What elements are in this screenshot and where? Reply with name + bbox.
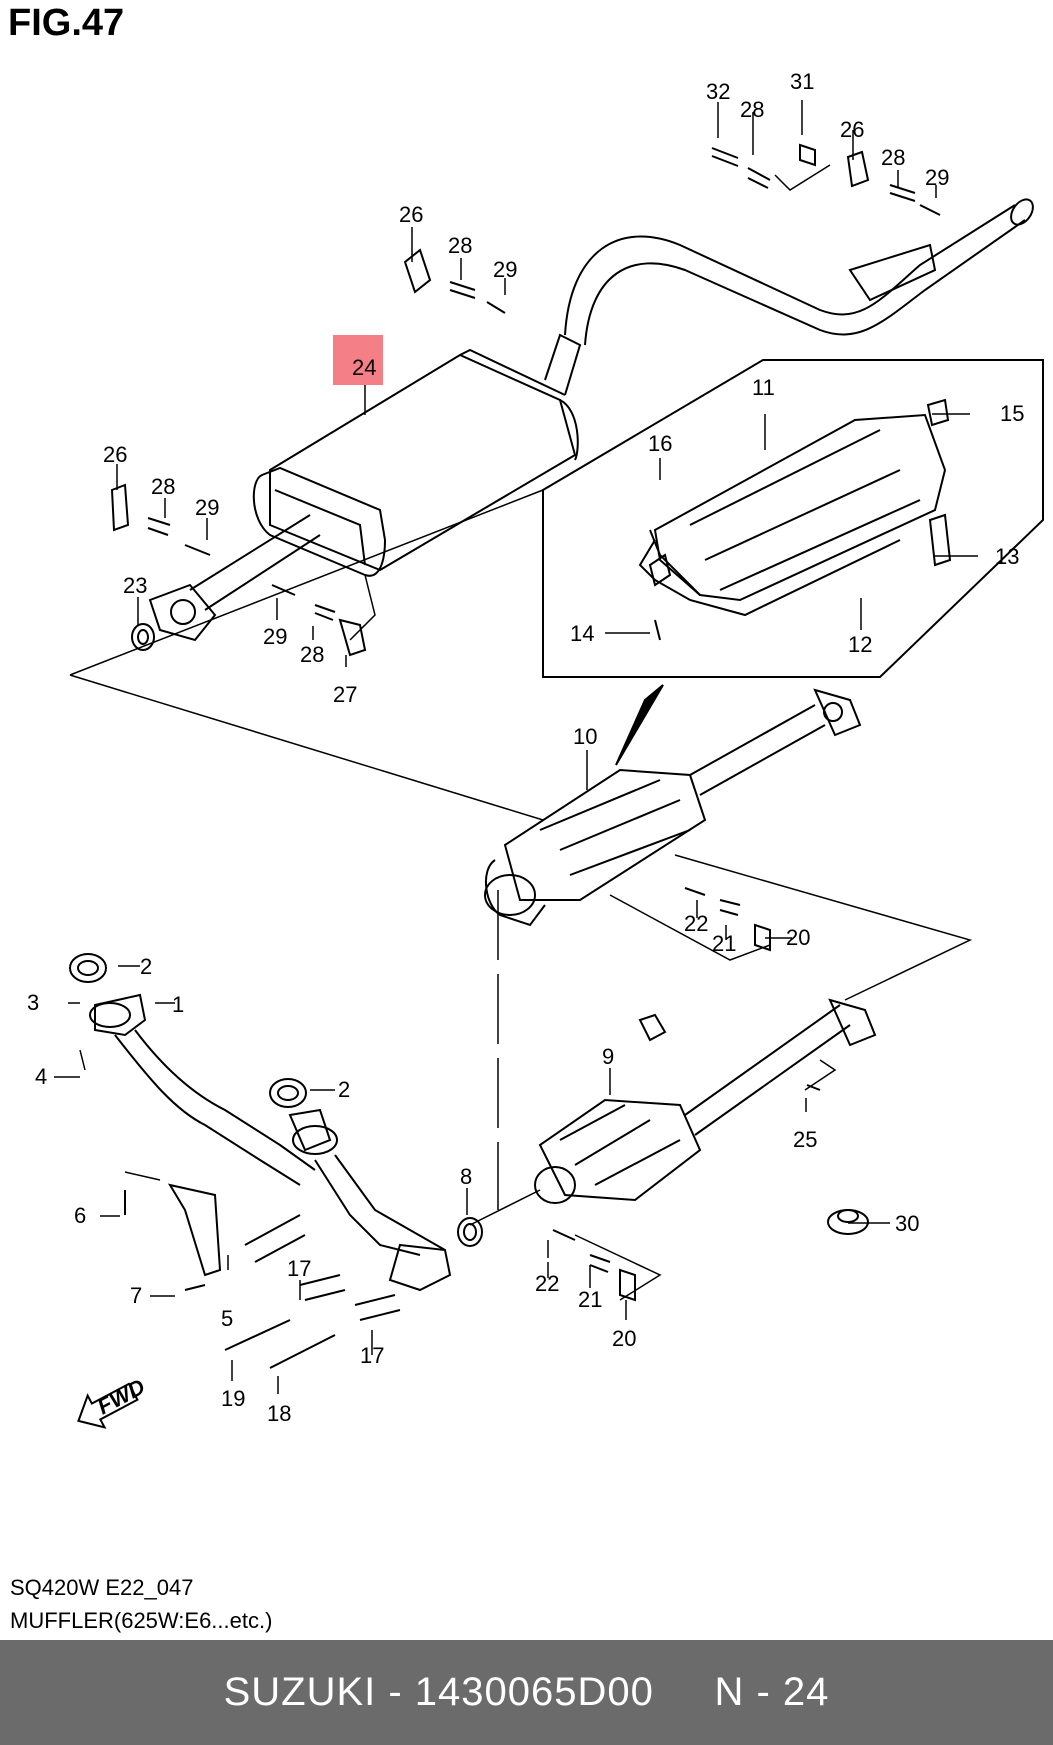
gasket-2-top (69, 953, 107, 983)
callout-2a: 2 (140, 954, 152, 979)
callout-27: 27 (333, 682, 357, 707)
callout-12: 12 (848, 632, 872, 657)
callout-2b: 2 (338, 1077, 350, 1102)
callout-26b: 26 (840, 117, 864, 142)
drawing-code: SQ420W E22_047 (10, 1575, 194, 1600)
callout-13: 13 (995, 544, 1019, 569)
callout-24: 24 (352, 355, 376, 380)
callout-8: 8 (460, 1164, 472, 1189)
callout-29b: 29 (925, 165, 949, 190)
callout-17a: 17 (287, 1256, 311, 1281)
front-exhaust-pipe (89, 993, 452, 1292)
callout-26a: 26 (399, 202, 423, 227)
fwd-arrow-icon: FWD (77, 1374, 149, 1429)
callout-11: 11 (752, 375, 775, 400)
callout-28a: 28 (448, 233, 472, 258)
callout-6: 6 (74, 1203, 86, 1228)
callout-16: 16 (648, 431, 672, 456)
pointer-arrow (615, 684, 664, 766)
callout-25: 25 (793, 1127, 817, 1152)
tail-pipe (564, 198, 1034, 346)
callout-4: 4 (35, 1064, 47, 1089)
callout-5: 5 (221, 1306, 233, 1331)
callout-31: 31 (790, 69, 814, 94)
callout-20a: 20 (786, 925, 810, 950)
gasket-23 (131, 623, 155, 651)
callout-9: 9 (602, 1044, 614, 1069)
callout-3: 3 (27, 990, 39, 1015)
callout-28d: 28 (151, 474, 175, 499)
callout-1: 1 (172, 992, 184, 1017)
callout-21b: 21 (578, 1287, 602, 1312)
callout-30: 30 (895, 1211, 919, 1236)
callout-7: 7 (130, 1283, 142, 1308)
callout-29d: 29 (263, 624, 287, 649)
callout-22a: 22 (684, 911, 708, 936)
callout-28b: 28 (740, 97, 764, 122)
footer-bar: SUZUKI - 1430065D00 N - 24 (0, 1640, 1053, 1745)
callout-20b: 20 (612, 1326, 636, 1351)
callout-26c: 26 (103, 442, 127, 467)
gasket-2-mid (269, 1078, 307, 1108)
inset-detail-box (542, 359, 1044, 678)
callout-21a: 21 (712, 931, 736, 956)
drawing-description: MUFFLER(625W:E6...etc.) (10, 1608, 273, 1633)
exhaust-parts-diagram: 1 2 2 3 4 5 6 7 8 9 10 11 12 13 14 15 16… (27, 69, 1044, 1429)
fwd-label: FWD (93, 1374, 149, 1420)
gasket-8 (457, 1217, 483, 1247)
figure-title: FIG.47 (8, 2, 125, 44)
muffler-inlet-pipe (148, 514, 321, 642)
callout-17b: 17 (360, 1343, 384, 1368)
callout-29c: 29 (195, 495, 219, 520)
callout-10: 10 (573, 724, 597, 749)
leader-lines (69, 164, 973, 1301)
callout-32: 32 (706, 79, 730, 104)
catalytic-converter-10 (484, 688, 862, 927)
callout-numbers: 1 2 2 3 4 5 6 7 8 9 10 11 12 13 14 15 16… (27, 69, 1024, 1426)
callout-28e: 28 (300, 642, 324, 667)
callout-29a: 29 (493, 257, 517, 282)
callout-18: 18 (267, 1401, 291, 1426)
catalytic-converter-9 (534, 998, 877, 1204)
nut-30 (827, 1209, 869, 1235)
callout-23: 23 (123, 573, 147, 598)
callout-leaders (54, 100, 978, 1394)
callout-15: 15 (1000, 401, 1024, 426)
callout-19: 19 (221, 1386, 245, 1411)
highlight-box-24 (333, 335, 383, 385)
hardware-glyphs (110, 143, 952, 1369)
part-number-label: SUZUKI - 1430065D00 N - 24 (223, 1670, 830, 1714)
callout-22b: 22 (535, 1271, 559, 1296)
callout-14: 14 (570, 621, 594, 646)
callout-28c: 28 (881, 145, 905, 170)
